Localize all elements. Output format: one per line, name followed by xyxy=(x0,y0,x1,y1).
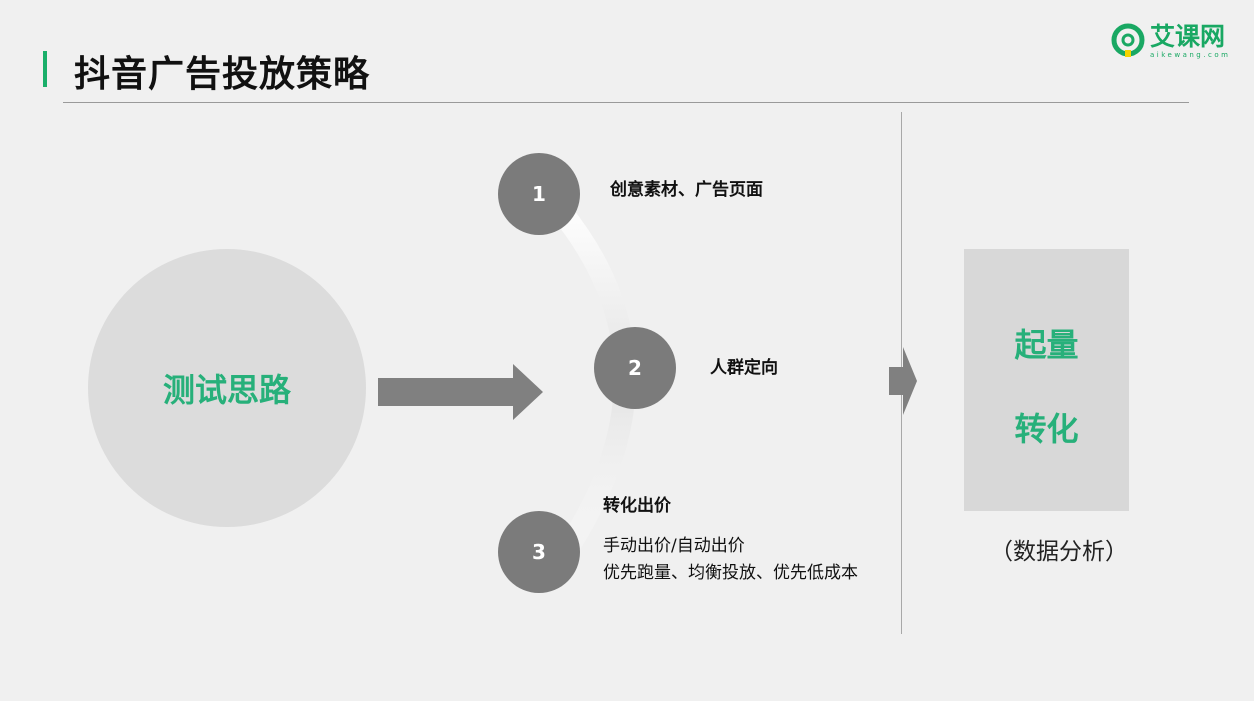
step-3-detail-1: 手动出价/自动出价 xyxy=(603,536,745,556)
step-1-number: 1 xyxy=(532,182,546,206)
right-arrow-icon xyxy=(378,364,543,420)
title-accent-bar xyxy=(43,51,47,87)
title-divider xyxy=(63,102,1189,103)
logo-text: 艾课网 xyxy=(1150,22,1226,51)
step-2-label: 人群定向 xyxy=(710,358,778,378)
step-2-circle: 2 xyxy=(594,327,676,409)
step-1-label: 创意素材、广告页面 xyxy=(610,180,763,200)
step-3-label: 转化出价 xyxy=(603,496,671,516)
logo-icon xyxy=(1111,23,1145,57)
step-3-circle: 3 xyxy=(498,511,580,593)
result-volume: 起量 xyxy=(1014,326,1079,364)
step-3-detail-2: 优先跑量、均衡投放、优先低成本 xyxy=(603,563,858,583)
test-approach-circle: 测试思路 xyxy=(88,249,366,527)
step-3-number: 3 xyxy=(532,540,546,564)
result-box xyxy=(964,249,1129,511)
step-2-number: 2 xyxy=(628,356,642,380)
step-1-circle: 1 xyxy=(498,153,580,235)
result-caption: （数据分析） xyxy=(990,539,1128,565)
result-conversion: 转化 xyxy=(1014,410,1079,448)
logo-subtext: aikewang.com xyxy=(1150,51,1231,59)
small-right-arrow-icon xyxy=(889,347,917,415)
page-title: 抖音广告投放策略 xyxy=(74,54,371,95)
test-approach-label: 测试思路 xyxy=(162,371,291,409)
